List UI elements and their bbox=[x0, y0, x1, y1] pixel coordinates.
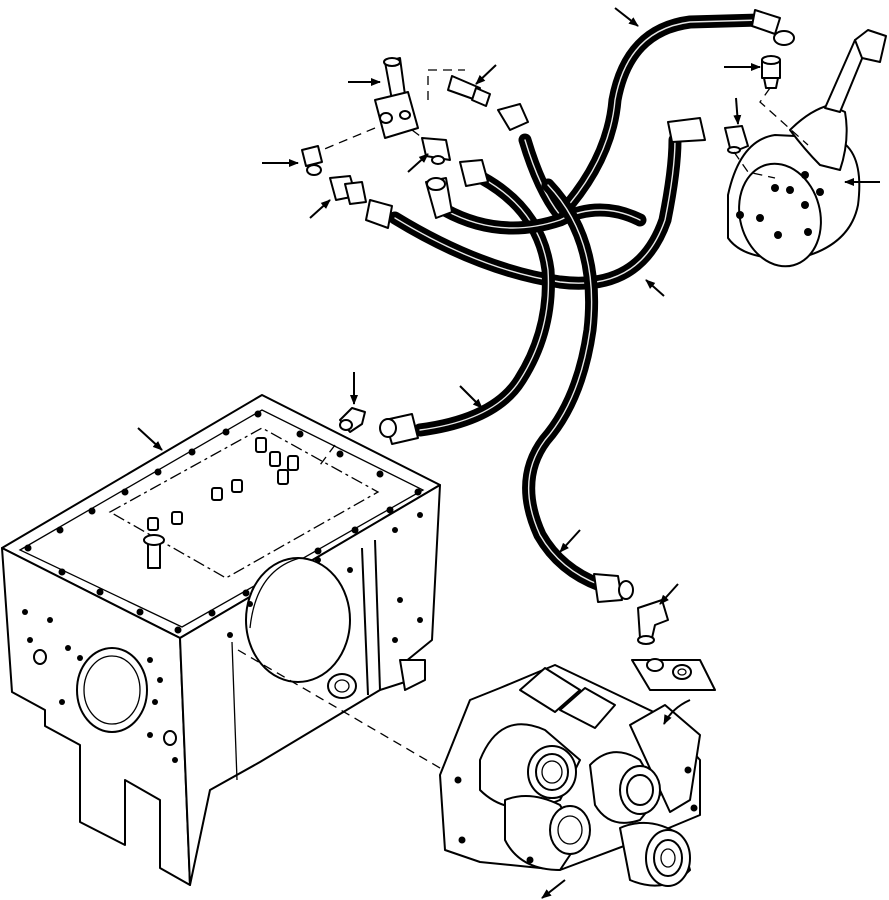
tee-fitting bbox=[421, 137, 451, 165]
arrow-tee-fitting bbox=[407, 153, 429, 173]
valve-block bbox=[374, 57, 419, 139]
arrow-hose-lower bbox=[559, 529, 581, 553]
pump-port-plate bbox=[631, 658, 716, 725]
assembly-line-elbow-left bbox=[309, 127, 376, 156]
assembly-line-elbow bbox=[319, 444, 336, 466]
check-valve-fitting bbox=[447, 75, 491, 107]
control-valve bbox=[727, 29, 887, 268]
arrow-hose-top bbox=[614, 7, 639, 27]
pump-elbow-fitting bbox=[637, 599, 669, 645]
transmission-housing bbox=[1, 394, 441, 886]
arrow-pump bbox=[541, 879, 566, 899]
control-elbow-fitting bbox=[724, 125, 749, 154]
hose-c bbox=[379, 159, 555, 445]
arrow-adapter bbox=[309, 199, 331, 219]
housing-elbow-fitting bbox=[339, 407, 366, 433]
arrow-housing bbox=[137, 427, 163, 451]
arrow-check-valve bbox=[475, 64, 497, 85]
assembly-line-check-valve bbox=[427, 69, 465, 100]
control-straight-fitting bbox=[761, 55, 781, 89]
hose-b bbox=[365, 117, 706, 290]
hose-e bbox=[522, 178, 634, 603]
callout-arrows bbox=[137, 7, 880, 899]
adapter-fitting bbox=[329, 175, 367, 205]
arrow-hose-right bbox=[645, 279, 665, 297]
left-elbow-fitting bbox=[301, 145, 323, 176]
arrow-hose-middle bbox=[459, 385, 483, 409]
arrow-pump-elbow bbox=[659, 583, 679, 605]
assembly-line-control-elbow bbox=[733, 151, 776, 179]
arrow-control-elbow bbox=[733, 97, 742, 125]
hydraulic-pump bbox=[439, 664, 701, 887]
assembly-line-pump bbox=[237, 649, 453, 776]
assembly-line-control-top bbox=[759, 87, 809, 146]
hose-d bbox=[425, 177, 647, 235]
